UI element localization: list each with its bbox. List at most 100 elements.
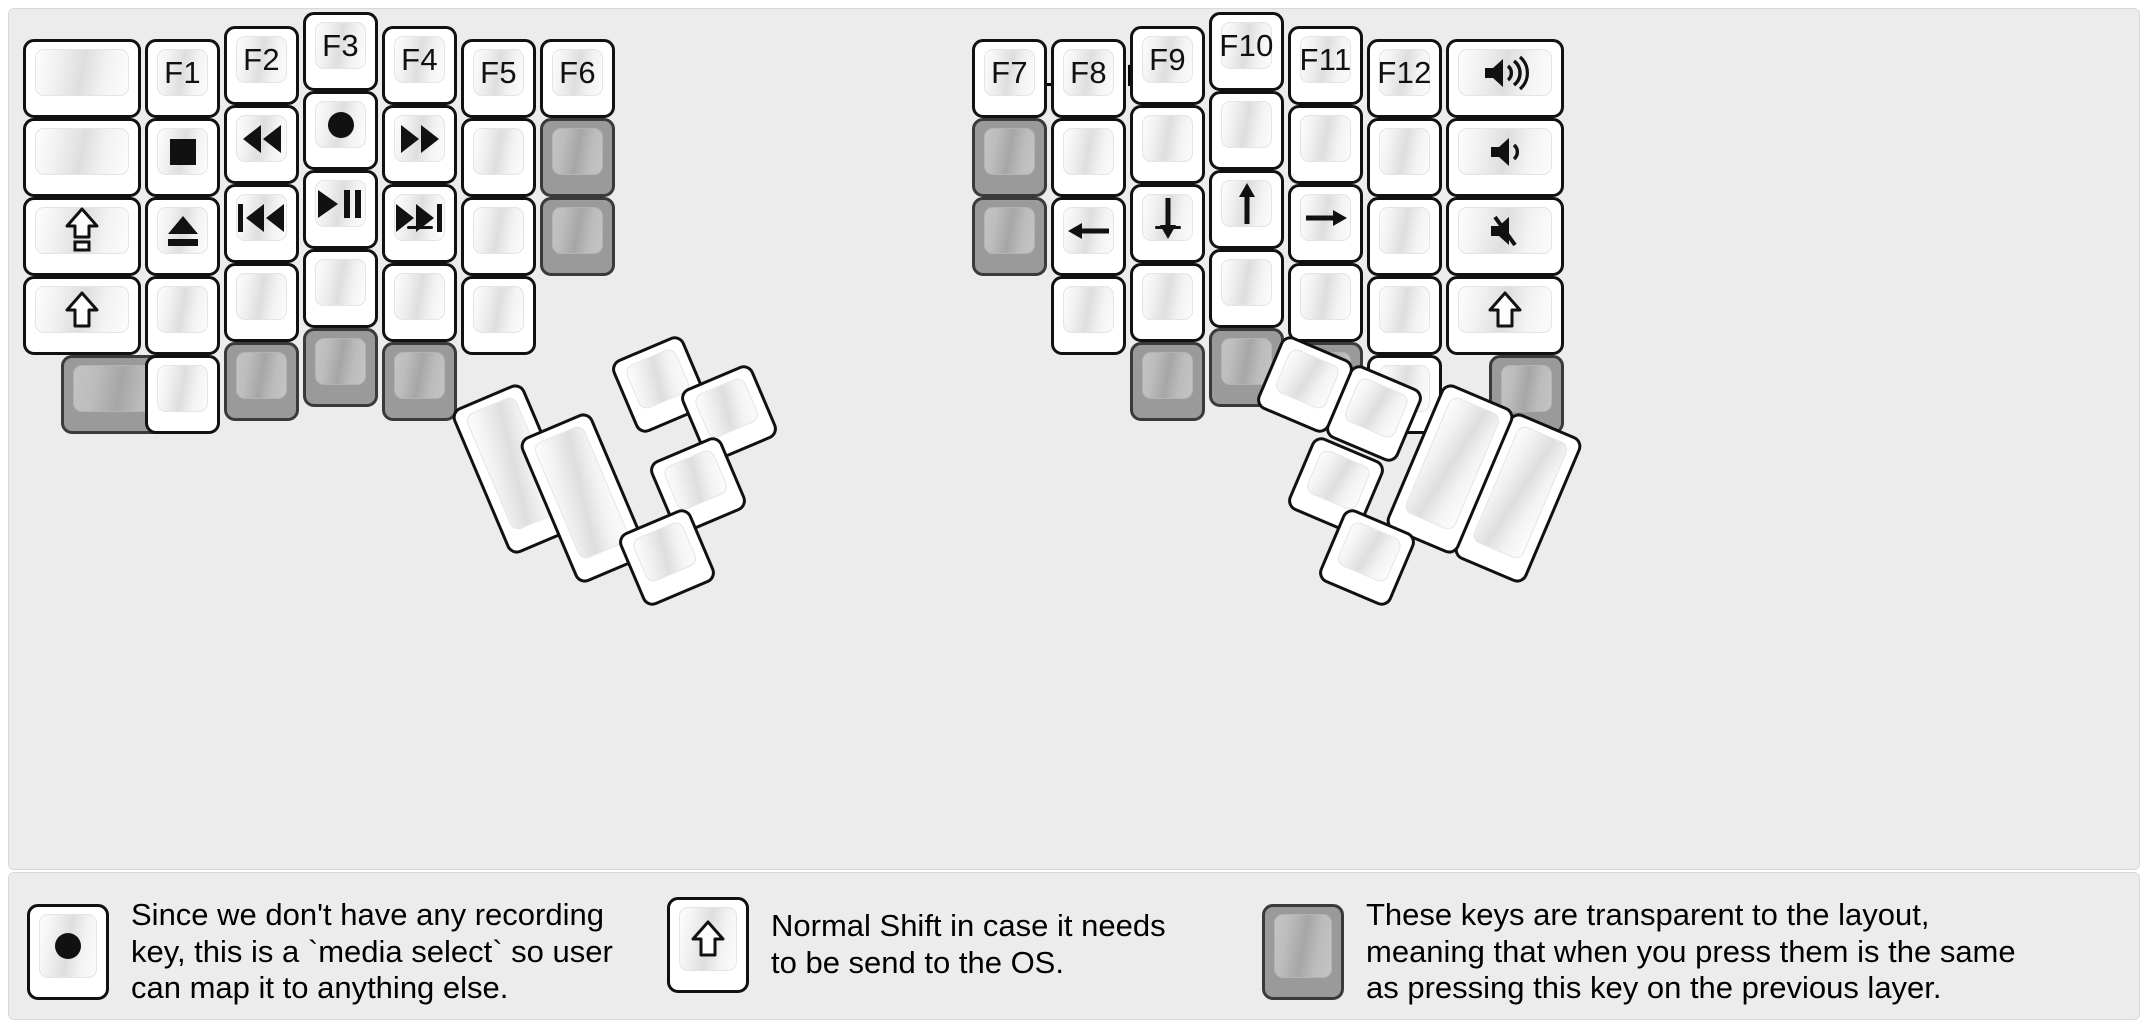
key-blank-8-cap <box>473 128 524 175</box>
key-f11-cap: F11 <box>1299 36 1351 83</box>
key-blank-13[interactable] <box>1130 105 1205 184</box>
key-volume-down[interactable] <box>1446 118 1564 197</box>
key-f7[interactable]: F7 <box>972 39 1047 118</box>
key-transparent-9[interactable] <box>1130 342 1205 421</box>
key-f9[interactable]: F9 <box>1130 26 1205 105</box>
key-arrow-up[interactable] <box>1209 170 1284 249</box>
key-f4[interactable]: F4 <box>382 26 457 105</box>
key-shift[interactable] <box>23 276 141 355</box>
key-media-record[interactable] <box>303 91 378 170</box>
key-caps-lock[interactable] <box>23 197 141 276</box>
key-transparent-3[interactable] <box>303 328 378 407</box>
key-shift-cap <box>35 286 129 333</box>
key-media-stop[interactable] <box>145 118 220 197</box>
key-f2-cap: F2 <box>236 36 287 83</box>
key-arrow-right[interactable] <box>1288 184 1363 263</box>
key-media-prev-track[interactable] <box>224 184 299 263</box>
key-arrow-down[interactable] <box>1130 184 1205 263</box>
key-media-record-cap <box>315 101 366 148</box>
key-blank-13-cap <box>1142 115 1193 162</box>
key-volume-up-cap <box>1458 49 1552 96</box>
key-f10[interactable]: F10 <box>1209 12 1284 91</box>
play-pause-icon <box>316 187 366 221</box>
key-blank-5[interactable] <box>224 263 299 342</box>
key-volume-up[interactable] <box>1446 39 1564 118</box>
key-f5[interactable]: F5 <box>461 39 536 118</box>
key-blank-19-cap <box>1379 128 1430 175</box>
key-media-fast-forward-cap <box>394 115 445 162</box>
key-transparent-4[interactable] <box>382 342 457 421</box>
key-transparent-7[interactable] <box>972 118 1047 197</box>
key-blank-7[interactable] <box>382 263 457 342</box>
key-arrow-left-cap <box>1063 207 1114 254</box>
key-f3-label: F3 <box>322 28 359 63</box>
key-f12[interactable]: F12 <box>1367 39 1442 118</box>
key-f10-label: F10 <box>1219 28 1274 63</box>
key-f6[interactable]: F6 <box>540 39 615 118</box>
key-blank-4-cap <box>157 365 208 412</box>
caps-lock-arrow-icon <box>65 207 99 251</box>
key-arrow-up-cap <box>1221 180 1272 227</box>
key-blank-20[interactable] <box>1367 197 1442 276</box>
key-f8[interactable]: F8 <box>1051 39 1126 118</box>
key-blank-10[interactable] <box>461 276 536 355</box>
legend-record-key-sample-cap <box>39 913 97 978</box>
key-shift-right[interactable] <box>1446 276 1564 355</box>
key-media-next-track-cap <box>394 194 445 241</box>
key-blank-11-cap <box>1063 128 1114 175</box>
key-blank-11[interactable] <box>1051 118 1126 197</box>
key-blank-2[interactable] <box>23 118 141 197</box>
key-media-prev-track-cap <box>236 194 287 241</box>
key-f1[interactable]: F1 <box>145 39 220 118</box>
key-blank-14[interactable] <box>1130 263 1205 342</box>
key-blank-1[interactable] <box>23 39 141 118</box>
key-f11[interactable]: F11 <box>1288 26 1363 105</box>
arrow-down-icon <box>1159 197 1176 239</box>
key-blank-3[interactable] <box>145 276 220 355</box>
key-transparent-6[interactable] <box>540 197 615 276</box>
key-f6-cap: F6 <box>552 49 603 96</box>
key-arrow-right-cap <box>1300 194 1351 241</box>
key-blank-4[interactable] <box>145 355 220 434</box>
key-blank-17-cap <box>1300 115 1351 162</box>
key-blank-9[interactable] <box>461 197 536 276</box>
key-f2[interactable]: F2 <box>224 26 299 105</box>
key-blank-17[interactable] <box>1288 105 1363 184</box>
thumb-key-left-top-2-cap <box>692 375 761 441</box>
key-f7-cap: F7 <box>984 49 1035 96</box>
legend-bar: Since we don't have any recording key, t… <box>8 872 2140 1020</box>
key-blank-18[interactable] <box>1288 263 1363 342</box>
key-media-next-track[interactable] <box>382 184 457 263</box>
key-arrow-left[interactable] <box>1051 197 1126 276</box>
thumb-key-left-mid-cap <box>661 447 730 513</box>
key-f6-label: F6 <box>559 55 596 90</box>
legend-shift-key-text: Normal Shift in case it needs to be send… <box>771 908 1166 980</box>
key-blank-5-cap <box>236 273 287 320</box>
key-f1-label: F1 <box>164 55 201 90</box>
key-blank-21[interactable] <box>1367 276 1442 355</box>
key-media-rewind[interactable] <box>224 105 299 184</box>
shift-arrow-icon <box>1488 290 1522 330</box>
key-media-eject-cap <box>157 207 208 254</box>
key-blank-16[interactable] <box>1209 249 1284 328</box>
key-f3[interactable]: F3 <box>303 12 378 91</box>
key-blank-19[interactable] <box>1367 118 1442 197</box>
key-f8-label: F8 <box>1070 55 1107 90</box>
key-transparent-5[interactable] <box>540 118 615 197</box>
key-blank-12[interactable] <box>1051 276 1126 355</box>
shift-arrow-icon <box>65 290 99 330</box>
key-media-fast-forward[interactable] <box>382 105 457 184</box>
key-media-eject[interactable] <box>145 197 220 276</box>
key-blank-9-cap <box>473 207 524 254</box>
key-volume-mute[interactable] <box>1446 197 1564 276</box>
legend-shift-key-sample-cap <box>679 907 737 971</box>
legend-transparent-key-sample <box>1262 903 1344 1000</box>
key-transparent-2[interactable] <box>224 342 299 421</box>
key-transparent-8[interactable] <box>972 197 1047 276</box>
key-blank-6[interactable] <box>303 249 378 328</box>
key-blank-8[interactable] <box>461 118 536 197</box>
key-blank-15[interactable] <box>1209 91 1284 170</box>
key-f12-cap: F12 <box>1377 49 1431 96</box>
key-blank-18-cap <box>1300 273 1351 320</box>
key-media-play-pause[interactable] <box>303 170 378 249</box>
